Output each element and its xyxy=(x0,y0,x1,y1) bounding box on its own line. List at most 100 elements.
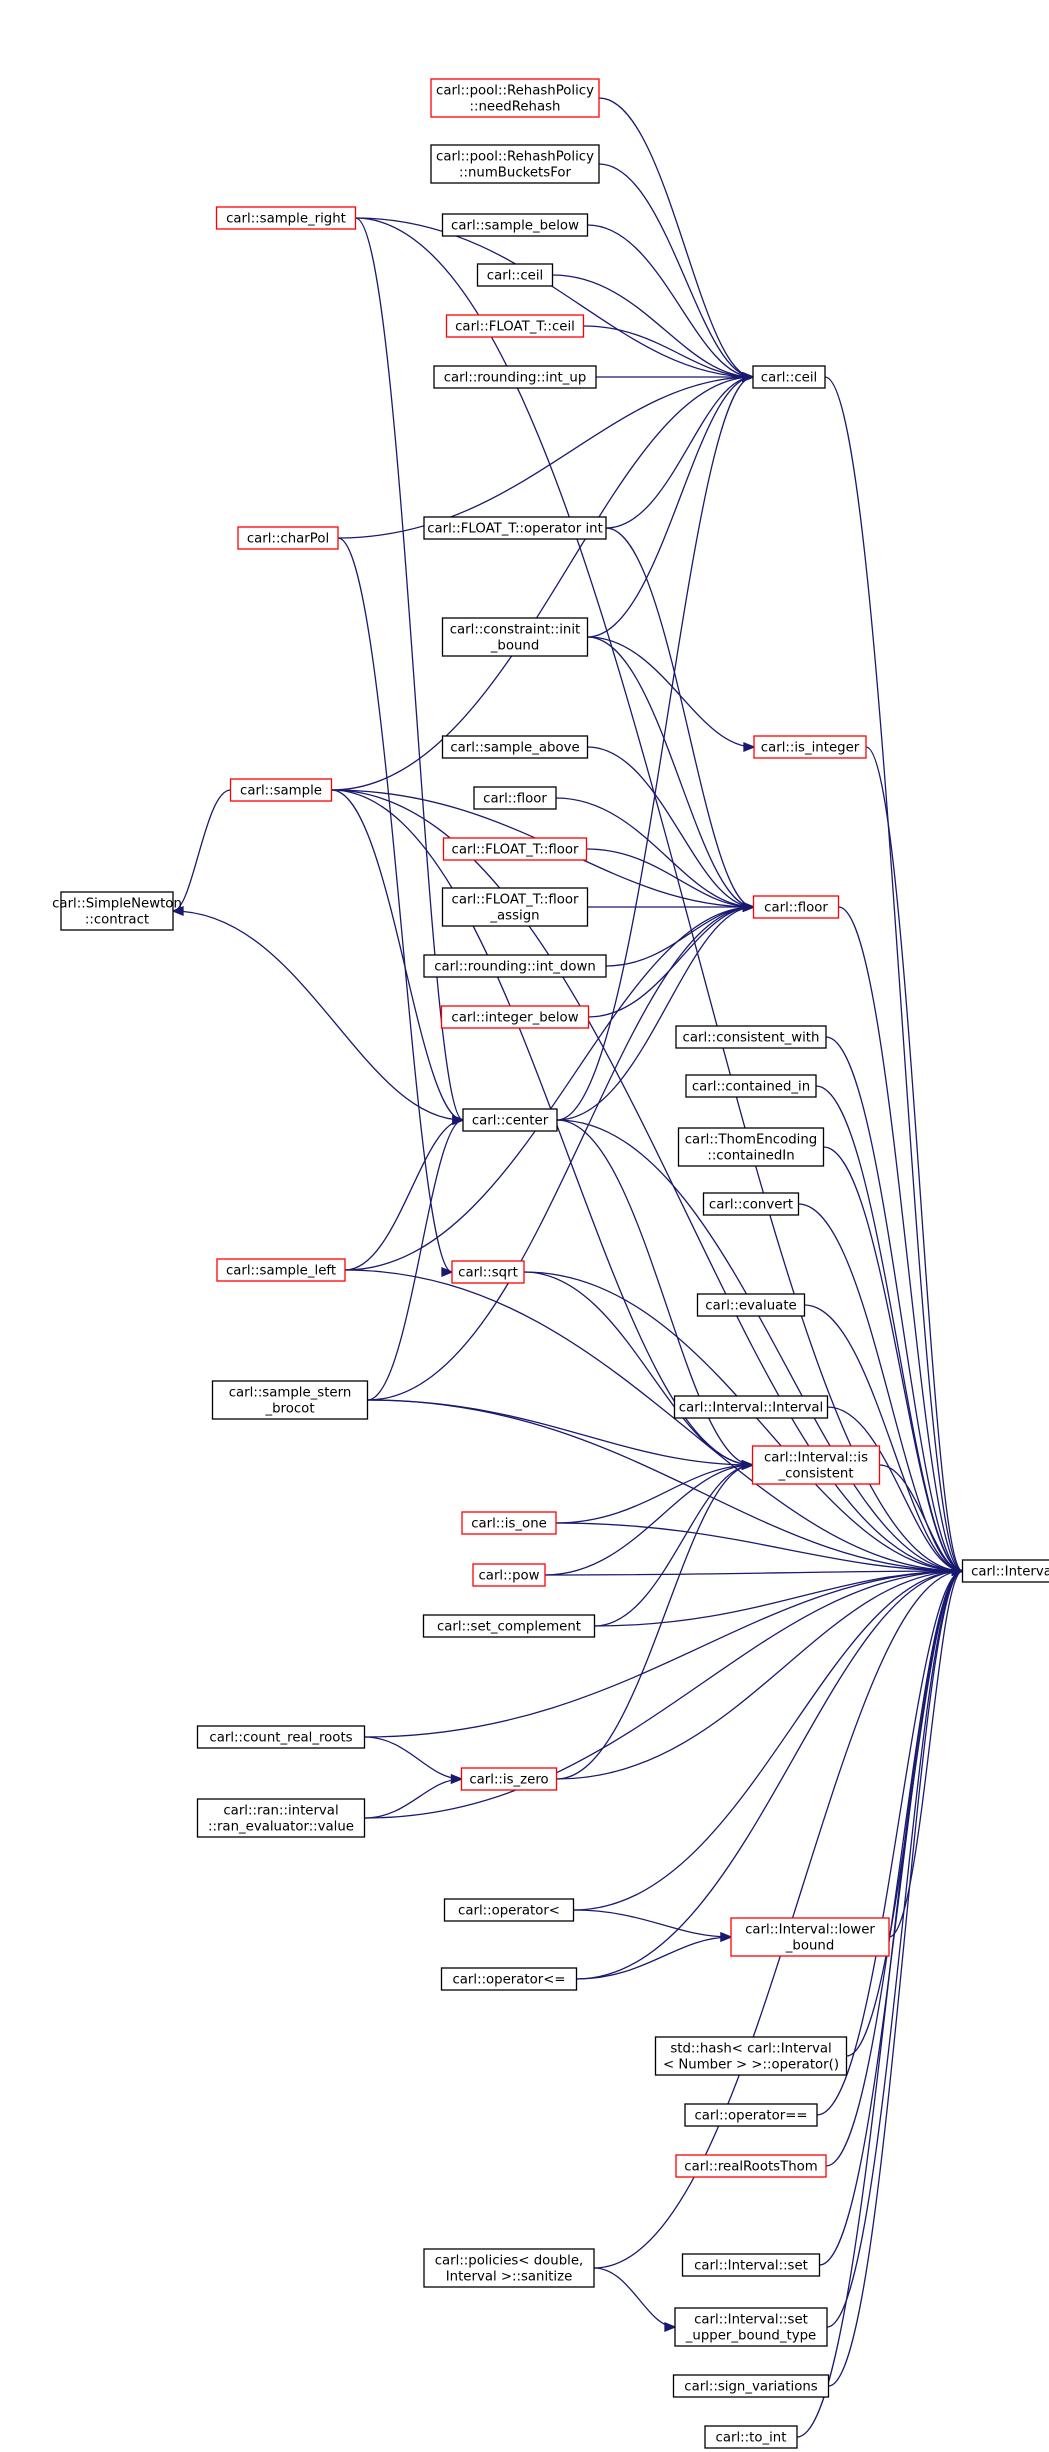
node-real-roots-thom[interactable]: carl::realRootsThom xyxy=(675,2154,827,2178)
node-sample-stern[interactable]: carl::sample_stern_brocot xyxy=(211,1380,369,1420)
node-consistent-with[interactable]: carl::consistent_with xyxy=(675,1025,827,1049)
arrowhead-sample-to-simple_newton xyxy=(171,906,184,916)
node-box xyxy=(675,1025,827,1049)
node-evaluate[interactable]: carl::evaluate xyxy=(696,1293,806,1317)
edge-init_bound-to-is_integer xyxy=(587,636,755,748)
node-policies-sanitize[interactable]: carl::policies< double,Interval >::sanit… xyxy=(423,2248,595,2288)
node-box xyxy=(961,1559,1049,1583)
node-floor[interactable]: carl::floor xyxy=(752,895,840,919)
node-box xyxy=(423,2248,595,2288)
arrowhead-is_zero-to-is_consistent xyxy=(741,1460,755,1470)
edge-center-to-is_consistent xyxy=(556,1119,753,1466)
edge-is_one-to-is_consistent xyxy=(555,1464,753,1524)
edge-sample-to-ceil xyxy=(331,376,754,791)
node-label: carl::operator< xyxy=(458,1904,560,1919)
node-integer-below[interactable]: carl::integer_below xyxy=(440,1005,590,1029)
edge-integer_below-to-floor xyxy=(588,906,754,1018)
node-count-real-roots[interactable]: carl::count_real_roots xyxy=(196,1725,366,1749)
node-label: carl::sample_above xyxy=(450,741,579,756)
node-label: ::containedIn xyxy=(707,1149,794,1164)
node-label: carl::sample_below xyxy=(451,219,579,234)
node-box xyxy=(196,1725,366,1749)
node-interval-set[interactable]: carl::Interval::set xyxy=(681,2253,821,2277)
node-label: carl::operator== xyxy=(694,2109,807,2124)
edge-ran_value-to-is_zero xyxy=(364,1778,462,1819)
node-lower-bound[interactable]: carl::Interval::lower_bound xyxy=(730,1917,890,1957)
node-label: ::numBucketsFor xyxy=(459,166,571,181)
node-sample[interactable]: carl::sample xyxy=(229,778,333,802)
node-float-ceil[interactable]: carl::FLOAT_T::ceil xyxy=(445,314,585,338)
node-ceil2[interactable]: carl::ceil xyxy=(476,263,554,287)
node-init-bound[interactable]: carl::constraint::init_bound xyxy=(441,617,589,657)
arrowhead-charPol-to-sqrt xyxy=(441,1267,454,1277)
node-sample-right[interactable]: carl::sample_right xyxy=(215,206,357,230)
node-label: carl::is_one xyxy=(471,1517,547,1532)
node-label: carl::floor xyxy=(764,901,828,916)
node-contained-in[interactable]: carl::contained_in xyxy=(685,1074,817,1098)
node-is-consistent[interactable]: carl::Interval::is_consistent xyxy=(751,1445,881,1485)
node-op-lt[interactable]: carl::operator< xyxy=(443,1898,575,1922)
node-label: carl::sign_variations xyxy=(684,2380,818,2395)
node-lower[interactable]: carl::Interval::lower xyxy=(961,1559,1049,1583)
node-label: carl::rounding::int_up xyxy=(444,371,587,386)
node-is-integer[interactable]: carl::is_integer xyxy=(753,735,867,759)
node-box xyxy=(472,1563,546,1587)
edge-sample-to-simple_newton xyxy=(172,789,231,912)
node-center[interactable]: carl::center xyxy=(462,1108,558,1132)
node-set-upper[interactable]: carl::Interval::set_upper_bound_type xyxy=(674,2307,828,2347)
node-box xyxy=(430,78,600,118)
node-interval-ctor[interactable]: carl::Interval::Interval xyxy=(673,1395,829,1419)
node-op-eq[interactable]: carl::operator== xyxy=(684,2103,818,2127)
node-label: carl::floor xyxy=(483,792,547,807)
node-thom-contained[interactable]: carl::ThomEncoding::containedIn xyxy=(677,1127,825,1167)
nodes-layer: carl::Interval::lower carl::ceilcarl::flo… xyxy=(52,78,1049,2449)
node-to-int[interactable]: carl::to_int xyxy=(704,2425,798,2449)
node-op-le[interactable]: carl::operator<= xyxy=(440,1967,578,1991)
node-label: carl::rounding::int_down xyxy=(434,960,596,975)
arrowhead-center-to-ceil xyxy=(742,372,755,382)
node-box xyxy=(441,887,589,927)
node-sample-below[interactable]: carl::sample_below xyxy=(441,213,589,237)
node-set-complement[interactable]: carl::set_complement xyxy=(422,1614,596,1638)
node-sqrt[interactable]: carl::sqrt xyxy=(451,1260,525,1284)
edge-is_zero-to-lower xyxy=(556,1570,963,1780)
node-label: carl::policies< double, xyxy=(435,2254,584,2269)
node-convert[interactable]: carl::convert xyxy=(702,1192,800,1216)
node-box xyxy=(677,1127,825,1167)
node-need-rehash[interactable]: carl::pool::RehashPolicy::needRehash xyxy=(430,78,600,118)
node-label: Interval >::sanitize xyxy=(446,2270,573,2285)
node-pow[interactable]: carl::pow xyxy=(472,1563,546,1587)
node-int-down[interactable]: carl::rounding::int_down xyxy=(423,954,607,978)
node-simple-newton[interactable]: carl::SimpleNewton::contract xyxy=(52,891,182,931)
node-sample-above[interactable]: carl::sample_above xyxy=(441,735,589,759)
node-ceil[interactable]: carl::ceil xyxy=(752,365,826,389)
node-float-floor-assign[interactable]: carl::FLOAT_T::floor_assign xyxy=(441,887,589,927)
node-is-one[interactable]: carl::is_one xyxy=(461,1511,557,1535)
edge-op_lt-to-lower_bound xyxy=(573,1909,732,1938)
node-label: carl::FLOAT_T::operator int xyxy=(427,522,603,537)
node-int-up[interactable]: carl::rounding::int_up xyxy=(433,365,597,389)
node-label: carl::FLOAT_T::floor xyxy=(452,893,579,908)
node-charPol[interactable]: carl::charPol xyxy=(237,526,339,550)
node-ran-value[interactable]: carl::ran::interval::ran_evaluator::valu… xyxy=(196,1798,366,1838)
node-label: carl::Interval::lower xyxy=(971,1565,1049,1580)
node-label: carl::charPol xyxy=(247,532,329,547)
edge-is_one-to-lower xyxy=(555,1522,963,1572)
node-float-op-int[interactable]: carl::FLOAT_T::operator int xyxy=(423,516,607,540)
node-std-hash[interactable]: std::hash< carl::Interval< Number > >::o… xyxy=(654,2036,848,2076)
node-float-floor[interactable]: carl::FLOAT_T::floor xyxy=(442,837,588,861)
edge-charPol-to-sqrt xyxy=(337,537,453,1273)
node-box xyxy=(196,1798,366,1838)
node-sample-left[interactable]: carl::sample_left xyxy=(216,1258,346,1282)
edges-layer xyxy=(171,97,965,2438)
node-floor2[interactable]: carl::floor xyxy=(473,786,557,810)
node-is-zero[interactable]: carl::is_zero xyxy=(460,1767,558,1791)
node-num-buckets[interactable]: carl::pool::RehashPolicy::numBucketsFor xyxy=(430,144,600,184)
edge-set_upper-to-lower xyxy=(826,1570,963,2328)
edge-ran_value-to-lower xyxy=(364,1570,963,1819)
node-label: _brocot xyxy=(264,1402,314,1417)
node-box xyxy=(702,1192,800,1216)
node-label: ::ran_evaluator::value xyxy=(208,1820,354,1835)
node-label: carl::SimpleNewton xyxy=(52,897,182,912)
node-sign-variations[interactable]: carl::sign_variations xyxy=(672,2374,830,2398)
